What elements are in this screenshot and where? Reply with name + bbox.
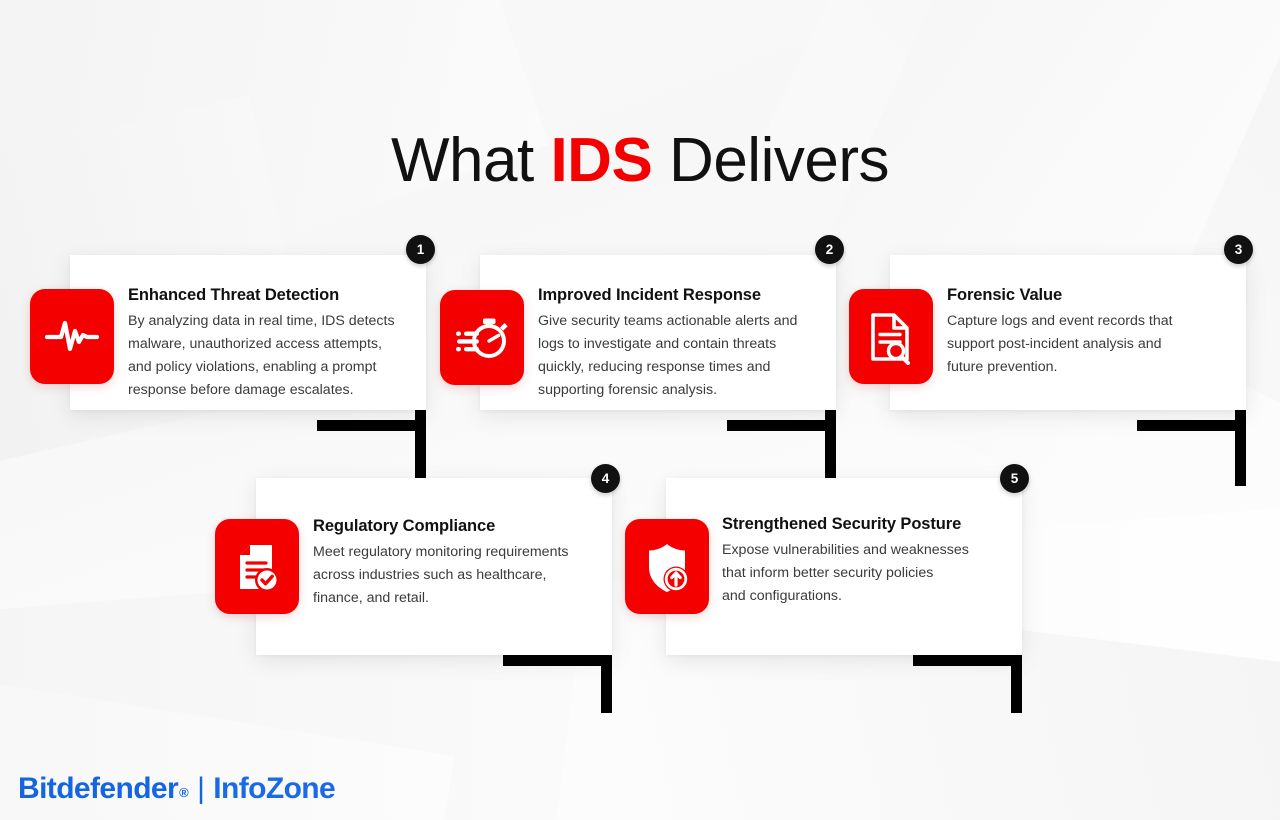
card-panel: [70, 255, 426, 410]
card-icon-fast-stopwatch: [440, 290, 524, 385]
card-strengthened-security-posture[interactable]: Strengthened Security Posture Expose vul…: [666, 478, 1022, 713]
page-title-accent: IDS: [550, 125, 653, 195]
card-title: Forensic Value: [947, 286, 1063, 304]
card-enhanced-threat-detection[interactable]: Enhanced Threat Detection By analyzing d…: [70, 255, 426, 486]
card-number-badge-5: 5: [1000, 464, 1029, 493]
card-number-badge-2: 2: [815, 235, 844, 264]
card-icon-shield-arrow-up: [625, 519, 709, 614]
card-icon-document-check: [215, 519, 299, 614]
product-name: InfoZone: [213, 772, 336, 805]
page-title: What IDS Delivers: [0, 129, 1280, 192]
card-panel: [666, 478, 1022, 655]
card-title: Strengthened Security Posture: [722, 515, 962, 533]
card-panel: [256, 478, 612, 655]
heartbeat-pulse-icon: [44, 320, 100, 351]
card-bracket-vertical: [415, 341, 426, 486]
card-title: Enhanced Threat Detection: [128, 286, 340, 304]
card-panel: [890, 255, 1246, 410]
card-improved-incident-response[interactable]: Improved Incident Response Give security…: [480, 255, 836, 486]
card-content: Forensic Value Capture logs and event re…: [947, 285, 1237, 379]
card-bracket-horizontal: [1137, 420, 1246, 431]
page-title-suffix: Delivers: [652, 125, 889, 195]
card-content: Strengthened Security Posture Expose vul…: [722, 514, 1014, 608]
footer-brand-logo[interactable]: Bitdefender® | InfoZone: [18, 772, 336, 806]
fast-stopwatch-icon: [456, 318, 508, 358]
card-title: Regulatory Compliance: [313, 517, 496, 535]
logo-divider: |: [197, 772, 205, 805]
registered-trademark-icon: ®: [179, 785, 189, 800]
card-description: Capture logs and event records that supp…: [947, 312, 1173, 375]
card-description: Give security teams actionable alerts an…: [538, 312, 798, 398]
card-content: Regulatory Compliance Meet regulatory mo…: [313, 516, 605, 610]
card-description: By analyzing data in real time, IDS dete…: [128, 312, 395, 398]
card-bracket-horizontal: [727, 420, 836, 431]
card-content: Improved Incident Response Give security…: [538, 285, 828, 402]
card-icon-heartbeat-pulse: [30, 289, 114, 384]
card-content: Enhanced Threat Detection By analyzing d…: [128, 285, 414, 402]
card-bracket-horizontal: [317, 420, 426, 431]
card-number-badge-4: 4: [591, 464, 620, 493]
card-icon-document-search: [849, 289, 933, 384]
card-bracket-vertical: [1235, 341, 1246, 486]
card-bracket-vertical: [825, 341, 836, 486]
card-title: Improved Incident Response: [538, 286, 761, 304]
card-forensic-value[interactable]: Forensic Value Capture logs and event re…: [890, 255, 1246, 486]
page-title-prefix: What: [391, 125, 551, 195]
card-number-badge-3: 3: [1224, 235, 1253, 264]
card-panel: [480, 255, 836, 410]
brand-name: Bitdefender: [18, 772, 179, 805]
card-number-badge-1: 1: [406, 235, 435, 264]
card-bracket-horizontal: [503, 655, 612, 666]
shield-arrow-up-icon: [649, 543, 689, 592]
card-description: Expose vulnerabilities and weaknesses th…: [722, 541, 969, 604]
card-description: Meet regulatory monitoring requirements …: [313, 543, 569, 606]
card-bracket-horizontal: [913, 655, 1022, 666]
document-check-icon: [240, 544, 279, 592]
document-search-icon: [871, 312, 910, 365]
card-regulatory-compliance[interactable]: Regulatory Compliance Meet regulatory mo…: [256, 478, 612, 713]
